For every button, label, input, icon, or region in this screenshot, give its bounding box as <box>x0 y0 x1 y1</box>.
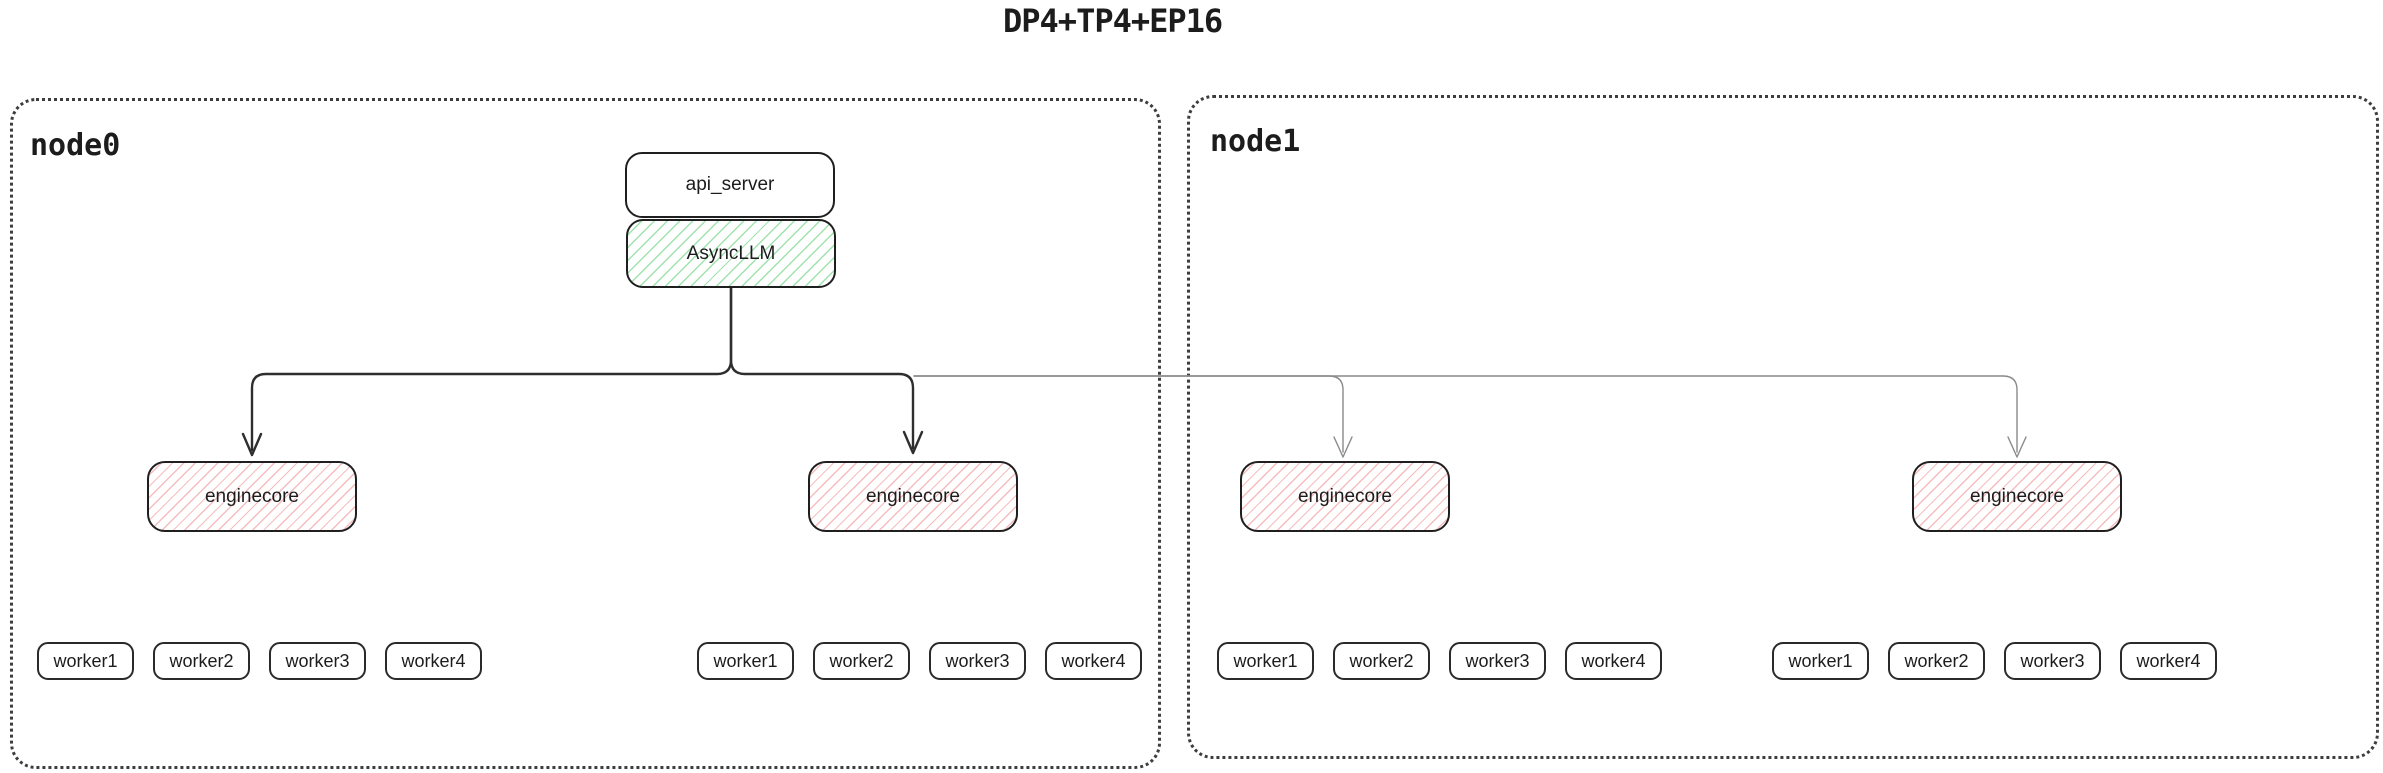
node0-enginecore1-worker-row: worker1 worker2 worker3 worker4 <box>37 642 482 680</box>
worker-label: worker1 <box>1233 650 1298 671</box>
worker-box: worker3 <box>2004 642 2101 680</box>
asyncllm-box: AsyncLLM <box>626 219 836 288</box>
node1-enginecore2-worker-row: worker1 worker2 worker3 worker4 <box>1772 642 2217 680</box>
worker-box: worker4 <box>385 642 482 680</box>
worker-label: worker3 <box>1465 650 1530 671</box>
worker-box: worker4 <box>2120 642 2217 680</box>
worker-box: worker2 <box>153 642 250 680</box>
asyncllm-label: AsyncLLM <box>686 242 776 264</box>
worker-label: worker1 <box>53 650 118 671</box>
api-server-label: api_server <box>685 174 775 195</box>
node1-enginecore2-box: enginecore <box>1912 461 2122 532</box>
node0-label: node0 <box>30 128 121 163</box>
worker-box: worker2 <box>813 642 910 680</box>
worker-label: worker1 <box>713 650 778 671</box>
worker-label: worker4 <box>401 650 466 671</box>
worker-box: worker3 <box>1449 642 1546 680</box>
worker-box: worker3 <box>929 642 1026 680</box>
node1-enginecore1-worker-row: worker1 worker2 worker3 worker4 <box>1217 642 1662 680</box>
worker-box: worker4 <box>1045 642 1142 680</box>
worker-label: worker3 <box>285 650 350 671</box>
node1-label: node1 <box>1210 124 1301 159</box>
enginecore-label: enginecore <box>1297 485 1393 507</box>
worker-label: worker3 <box>945 650 1010 671</box>
node0-enginecore2-worker-row: worker1 worker2 worker3 worker4 <box>697 642 1142 680</box>
worker-label: worker2 <box>169 650 234 671</box>
worker-label: worker2 <box>829 650 894 671</box>
worker-box: worker1 <box>1217 642 1314 680</box>
worker-label: worker3 <box>2020 650 2085 671</box>
node0-enginecore2-box: enginecore <box>808 461 1018 532</box>
worker-box: worker1 <box>37 642 134 680</box>
enginecore-label: enginecore <box>204 485 300 507</box>
node0-enginecore1-box: enginecore <box>147 461 357 532</box>
worker-label: worker4 <box>2136 650 2201 671</box>
worker-label: worker1 <box>1788 650 1853 671</box>
worker-box: worker2 <box>1333 642 1430 680</box>
diagram-title: DP4+TP4+EP16 <box>1003 2 1223 40</box>
worker-box: worker3 <box>269 642 366 680</box>
worker-box: worker1 <box>697 642 794 680</box>
enginecore-label: enginecore <box>1969 485 2065 507</box>
enginecore-label: enginecore <box>865 485 961 507</box>
worker-label: worker2 <box>1904 650 1969 671</box>
worker-label: worker4 <box>1581 650 1646 671</box>
api-server-box: api_server <box>625 152 835 218</box>
worker-box: worker2 <box>1888 642 1985 680</box>
node1-enginecore1-box: enginecore <box>1240 461 1450 532</box>
worker-label: worker4 <box>1061 650 1126 671</box>
worker-label: worker2 <box>1349 650 1414 671</box>
worker-box: worker4 <box>1565 642 1662 680</box>
worker-box: worker1 <box>1772 642 1869 680</box>
